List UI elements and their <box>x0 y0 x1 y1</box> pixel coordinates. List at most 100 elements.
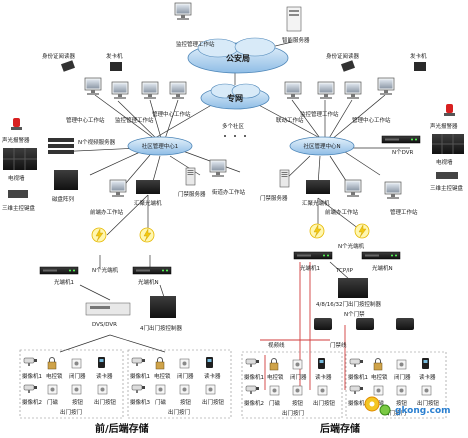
svg-text:门磁: 门磁 <box>155 398 167 406</box>
svg-text:出门按门: 出门按门 <box>60 408 82 416</box>
svg-text:读卡器: 读卡器 <box>315 373 332 381</box>
svg-text:电视墙: 电视墙 <box>436 158 453 166</box>
tcpip-label: TCP/IP <box>335 268 354 274</box>
svg-text:摄像机3: 摄像机3 <box>348 399 369 407</box>
left-site-a: 摄像机1 电控锁 闭门器 读卡器 摄像机2 门磁 按钮 出门按钮 出门按门 <box>19 349 124 419</box>
svg-text:摄像机1: 摄像机1 <box>348 373 368 381</box>
svg-text:摄像机2: 摄像机2 <box>244 399 264 407</box>
left-front-ws-label: 前端办工作站 <box>90 208 124 216</box>
svg-text:电控锁: 电控锁 <box>46 372 63 380</box>
left-card-issuer: 发卡机 <box>106 52 123 71</box>
left-dvr-stack: N个视频服务器 <box>48 138 116 154</box>
left-disk-array: 磁盘阵列 <box>52 170 78 203</box>
right-ws-a-label: 联动工作站 <box>276 116 304 124</box>
left-alarm: 声光报警器 <box>2 118 30 144</box>
svg-text:汇聚光端机: 汇聚光端机 <box>302 199 330 207</box>
svg-text:摄像机2: 摄像机2 <box>22 398 42 406</box>
right-smart-ws-label: 管理工作站 <box>390 208 418 216</box>
svg-text:N个光端机: N个光端机 <box>338 242 365 250</box>
svg-text:按钮: 按钮 <box>396 399 408 407</box>
smart-server-label: 智能服务器 <box>282 36 310 44</box>
left-ws-a-label: 管理中心工作站 <box>66 116 105 124</box>
svg-text:出门按钮: 出门按钮 <box>313 399 336 407</box>
svg-text:声光报警器: 声光报警器 <box>430 122 458 130</box>
community-center-left: 社区管理中心1 <box>127 136 193 156</box>
left-street-ws-label: 街道办工作站 <box>212 188 246 196</box>
svg-text:N个DVR: N个DVR <box>392 149 414 156</box>
right-agg-switch: 汇聚光端机 <box>302 180 330 207</box>
watermark: gkong.com <box>395 406 451 416</box>
svg-text:摄像机1: 摄像机1 <box>22 372 42 380</box>
svg-text:N个门禁: N个门禁 <box>344 310 365 318</box>
svg-text:闭门器: 闭门器 <box>69 372 86 380</box>
svg-text:读卡器: 读卡器 <box>204 372 221 380</box>
right-tv-wall: 电视墙 <box>432 134 464 166</box>
right-card-issuer: 发卡机 <box>410 52 427 71</box>
dots <box>224 135 246 137</box>
svg-text:光端机N: 光端机N <box>372 264 393 272</box>
svg-text:磁盘阵列: 磁盘阵列 <box>52 195 75 203</box>
lightning-left-2 <box>139 227 155 243</box>
right-caption: 后端存储 <box>320 422 360 435</box>
svg-text:电控锁: 电控锁 <box>371 373 388 381</box>
svg-text:DVS/DVR: DVS/DVR <box>92 322 117 328</box>
svg-text:出门按门: 出门按门 <box>282 409 304 417</box>
right-optical-switches: N个光端机 光端机1 光端机N <box>293 242 401 272</box>
svg-text:身份证阅读器: 身份证阅读器 <box>326 52 360 60</box>
svg-text:读卡器: 读卡器 <box>96 372 113 380</box>
left-optical-switches: N个光端机 光端机1 光端机N <box>39 266 172 286</box>
svg-text:按钮: 按钮 <box>180 398 192 406</box>
review-workstation: 监控管理工作站 <box>174 2 215 48</box>
svg-text:三维主控键盘: 三维主控键盘 <box>430 184 464 192</box>
private-net-label: 专网 <box>227 93 243 103</box>
right-ws-c-label: 管理中心工作站 <box>352 116 391 124</box>
svg-text:闭门器: 闭门器 <box>290 373 307 381</box>
center-left-label: 社区管理中心1 <box>142 142 179 150</box>
private-net-cloud: 专网 <box>200 83 270 110</box>
public-security-label: 公安局 <box>226 53 250 63</box>
svg-text:出门按门: 出门按门 <box>384 409 406 417</box>
svg-text:光端机1: 光端机1 <box>54 278 74 286</box>
left-site-b: 摄像机1 电控锁 闭门器 读卡器 摄像机3 门磁 按钮 出门按钮 出门按门 <box>127 349 232 419</box>
svg-text:出门按钮: 出门按钮 <box>417 399 440 407</box>
center-right-label: 社区管理中心N <box>303 142 340 150</box>
smart-server: 智能服务器 <box>282 6 310 44</box>
left-tv-wall: 电视墙 <box>3 148 37 182</box>
svg-text:电控锁: 电控锁 <box>154 372 171 380</box>
community-center-right: 社区管理中心N <box>289 136 355 156</box>
svg-text:门磁: 门磁 <box>269 399 281 407</box>
svg-text:声光报警器: 声光报警器 <box>2 136 30 144</box>
svg-text:摄像机3: 摄像机3 <box>130 398 151 406</box>
left-dvr-box: DVS/DVR <box>85 302 131 328</box>
right-street-ws-label: 前端办工作站 <box>325 208 359 216</box>
lightning-right-1 <box>309 223 325 239</box>
svg-text:读卡器: 读卡器 <box>419 373 436 381</box>
left-ws-c-label: 管理中心工作站 <box>152 110 191 118</box>
svg-text:门磁: 门磁 <box>47 398 59 406</box>
svg-text:闭门器: 闭门器 <box>177 372 194 380</box>
svg-text:出门按钮: 出门按钮 <box>202 398 225 406</box>
left-keyboard: 三维主控键盘 <box>2 190 36 212</box>
left-ws-b-label: 监控管理工作站 <box>115 116 154 124</box>
svg-text:电控锁: 电控锁 <box>267 373 284 381</box>
svg-text:电视墙: 电视墙 <box>8 174 25 182</box>
svg-text:4门出门按控制器: 4门出门按控制器 <box>140 324 182 332</box>
right-keyboard: 三维主控键盘 <box>430 172 464 192</box>
right-door-server-label: 门禁服务器 <box>260 194 288 202</box>
right-id-reader: 身份证阅读器 <box>326 52 360 72</box>
svg-text:光端机N: 光端机N <box>138 278 159 286</box>
right-door-units: N个门禁 <box>314 310 414 330</box>
left-agg-switch: 汇聚光端机 <box>134 180 162 207</box>
svg-text:N个光端机: N个光端机 <box>92 266 119 274</box>
door-line-label: 门禁线 <box>330 341 347 349</box>
svg-text:身份证阅读器: 身份证阅读器 <box>42 52 76 60</box>
svg-text:发卡机: 发卡机 <box>410 52 427 60</box>
public-security-cloud: 公安局 <box>187 37 289 74</box>
svg-text:按钮: 按钮 <box>292 399 304 407</box>
svg-text:闭门器: 闭门器 <box>394 373 411 381</box>
right-door-controller: 4/8/16/32门出门按控制器 <box>316 278 382 308</box>
svg-text:出门按钮: 出门按钮 <box>94 398 117 406</box>
red-lines <box>260 262 346 390</box>
svg-text:4/8/16/32门出门按控制器: 4/8/16/32门出门按控制器 <box>316 300 382 308</box>
